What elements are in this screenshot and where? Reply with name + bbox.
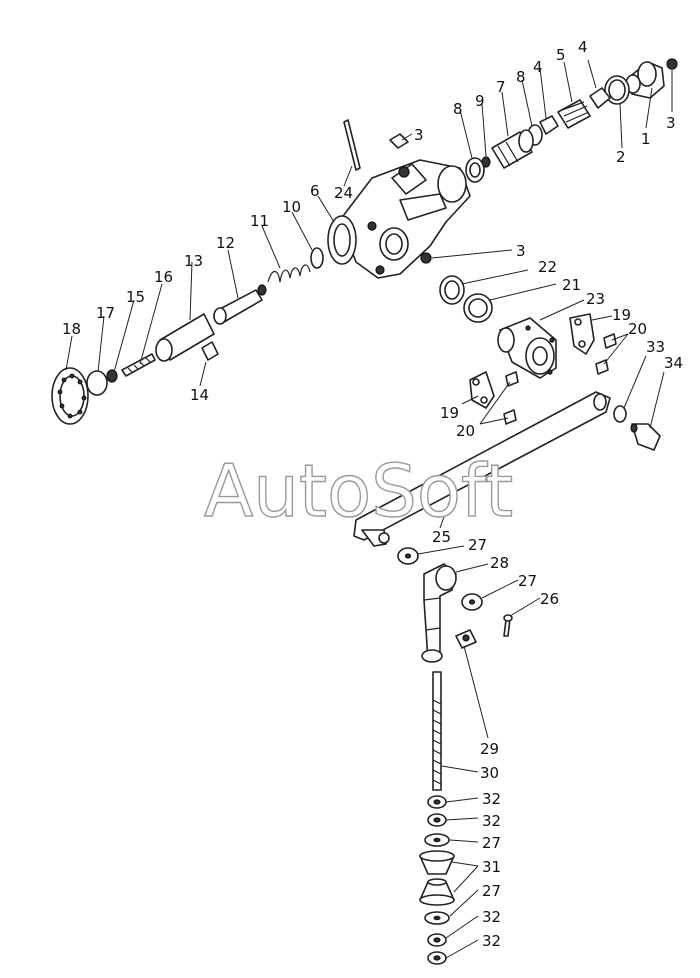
part-24-pin	[343, 119, 361, 171]
callout-29: 29	[480, 740, 499, 758]
callout-24: 24	[334, 184, 353, 202]
watermark-text: AutoSoft	[204, 449, 513, 533]
part-6-steering-gear-housing	[327, 159, 471, 279]
callout-31: 31	[482, 858, 501, 876]
callout-25: 25	[432, 528, 451, 546]
callout-16: 16	[154, 268, 173, 286]
part-1-plug	[625, 61, 665, 99]
part-26-pin	[503, 614, 513, 637]
callout-27-c: 27	[482, 834, 501, 852]
part-16-screw	[121, 353, 156, 377]
part-14-nut	[201, 341, 219, 361]
callout-26: 26	[540, 590, 559, 608]
part-13-sleeve	[155, 313, 215, 362]
part-12-rod	[213, 289, 263, 325]
callout-8-a: 8	[516, 68, 526, 86]
callout-22: 22	[538, 258, 557, 276]
callout-30: 30	[480, 764, 499, 782]
callout-3-b: 3	[414, 126, 424, 144]
callout-2: 2	[616, 148, 626, 166]
callout-34: 34	[664, 354, 683, 372]
part-7-valve-spool	[491, 129, 534, 169]
callout-32-a: 32	[482, 790, 501, 808]
callout-19-b: 19	[440, 404, 459, 422]
part-23-sector-shaft-cover	[497, 317, 557, 379]
part-32-nut-2	[427, 813, 447, 827]
part-22-seal	[439, 275, 465, 305]
callout-12: 12	[216, 234, 235, 252]
callout-8-b: 8	[453, 100, 463, 118]
part-3-small-nut-mid	[389, 133, 409, 149]
callout-9: 9	[475, 92, 485, 110]
callout-14: 14	[190, 386, 209, 404]
callout-23: 23	[586, 290, 605, 308]
callout-3-c: 3	[516, 242, 526, 260]
part-34-bolt	[630, 423, 661, 451]
part-5-spring	[557, 99, 591, 129]
part-28-bracket	[421, 563, 457, 663]
callout-labels: 1 2 3 3 3 4 4 5 6 7 8 8 9 10 11 12 13 14…	[62, 38, 683, 950]
callout-27-b: 27	[518, 572, 537, 590]
callout-4-b: 4	[533, 58, 543, 76]
part-2-o-ring	[604, 75, 630, 105]
part-27-washer-side	[461, 593, 483, 611]
part-27-washer-top	[397, 547, 419, 565]
callout-17: 17	[96, 304, 115, 322]
callout-28: 28	[490, 554, 509, 572]
callout-10: 10	[282, 198, 301, 216]
part-31-bushing-a	[419, 850, 455, 875]
part-33-washer	[613, 405, 627, 423]
part-4-square-seal	[589, 87, 611, 109]
callout-1: 1	[641, 130, 651, 148]
callout-19-a: 19	[612, 306, 631, 324]
callout-33: 33	[646, 338, 665, 356]
callout-32-d: 32	[482, 932, 501, 950]
callout-7: 7	[496, 78, 506, 96]
part-32-nut-4	[427, 951, 447, 965]
callout-3-a: 3	[666, 114, 676, 132]
part-25-steering-arm	[353, 391, 611, 547]
part-32-nut-1	[427, 795, 447, 809]
callout-6: 6	[310, 182, 320, 200]
part-15-washer	[106, 369, 118, 383]
part-19-clamp-plate-a	[569, 313, 595, 355]
part-3-small-nut-top	[666, 58, 678, 70]
callout-5: 5	[556, 46, 566, 64]
part-32-nut-3	[427, 933, 447, 947]
part-17-cap	[86, 370, 108, 396]
part-27-washer-low-b	[424, 911, 450, 925]
callout-20-b: 20	[456, 422, 475, 440]
part-11-spring-coil	[257, 264, 311, 296]
part-29-nut	[455, 629, 477, 649]
part-8-washer-b	[465, 157, 485, 183]
callout-21: 21	[562, 276, 581, 294]
part-21-ring	[463, 293, 493, 323]
part-31-bushing-b	[419, 878, 455, 906]
callout-32-b: 32	[482, 812, 501, 830]
part-19-clamp-plate-b	[469, 371, 495, 409]
part-20-bolt-b	[503, 371, 519, 425]
callout-15: 15	[126, 288, 145, 306]
callout-4-a: 4	[578, 38, 588, 56]
callout-11: 11	[250, 212, 269, 230]
callout-27-a: 27	[468, 536, 487, 554]
leader-lines	[65, 59, 673, 959]
callout-13: 13	[184, 252, 203, 270]
callout-20-a: 20	[628, 320, 647, 338]
part-4-square-seal-b	[539, 115, 559, 135]
part-30-threaded-rod	[432, 671, 442, 791]
callout-27-d: 27	[482, 882, 501, 900]
part-18-flange-plate	[51, 367, 89, 425]
callout-18: 18	[62, 320, 81, 338]
part-27-washer-low-a	[424, 833, 450, 847]
part-10-washer	[310, 247, 324, 269]
part-3-small-nut-low	[420, 252, 432, 264]
callout-32-c: 32	[482, 908, 501, 926]
